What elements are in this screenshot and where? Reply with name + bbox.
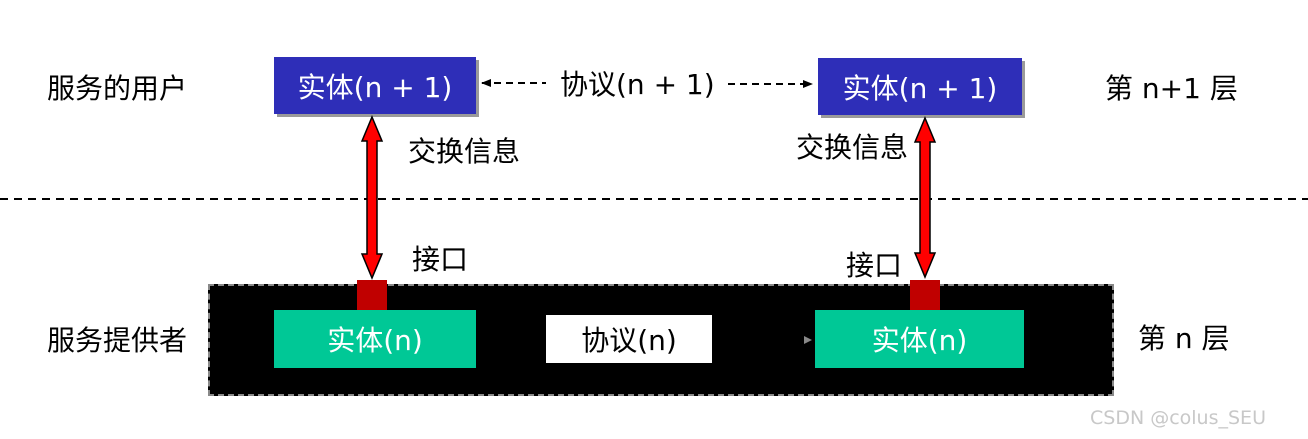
entity-n-right: 实体(n) bbox=[815, 310, 1024, 368]
entity-n-plus-1-left: 实体(n + 1) bbox=[274, 57, 476, 114]
protocol-n-plus-1-label: 协议(n + 1) bbox=[560, 68, 715, 101]
protocol-n-arrow-right bbox=[804, 336, 812, 344]
exchange-arrow-left bbox=[360, 115, 384, 280]
layer-n-label: 第 n 层 bbox=[1138, 322, 1230, 355]
interface-left-marker bbox=[357, 280, 387, 310]
service-provider-label: 服务提供者 bbox=[47, 324, 188, 357]
watermark: CSDN @colus_SEU bbox=[1090, 407, 1266, 429]
layer-n-plus-1-label: 第 n+1 层 bbox=[1105, 72, 1238, 105]
interface-right-marker bbox=[910, 280, 940, 310]
entity-n-plus-1-right: 实体(n + 1) bbox=[818, 58, 1022, 115]
protocol-n-box: 协议(n) bbox=[546, 315, 712, 363]
service-user-label: 服务的用户 bbox=[47, 72, 188, 105]
exchange-arrow-right bbox=[913, 116, 937, 279]
exchange-info-right-label: 交换信息 bbox=[796, 131, 909, 164]
interface-left-label: 接口 bbox=[412, 243, 469, 276]
exchange-info-left-label: 交换信息 bbox=[408, 135, 521, 168]
interface-right-label: 接口 bbox=[846, 249, 903, 282]
entity-n-left: 实体(n) bbox=[274, 310, 476, 368]
